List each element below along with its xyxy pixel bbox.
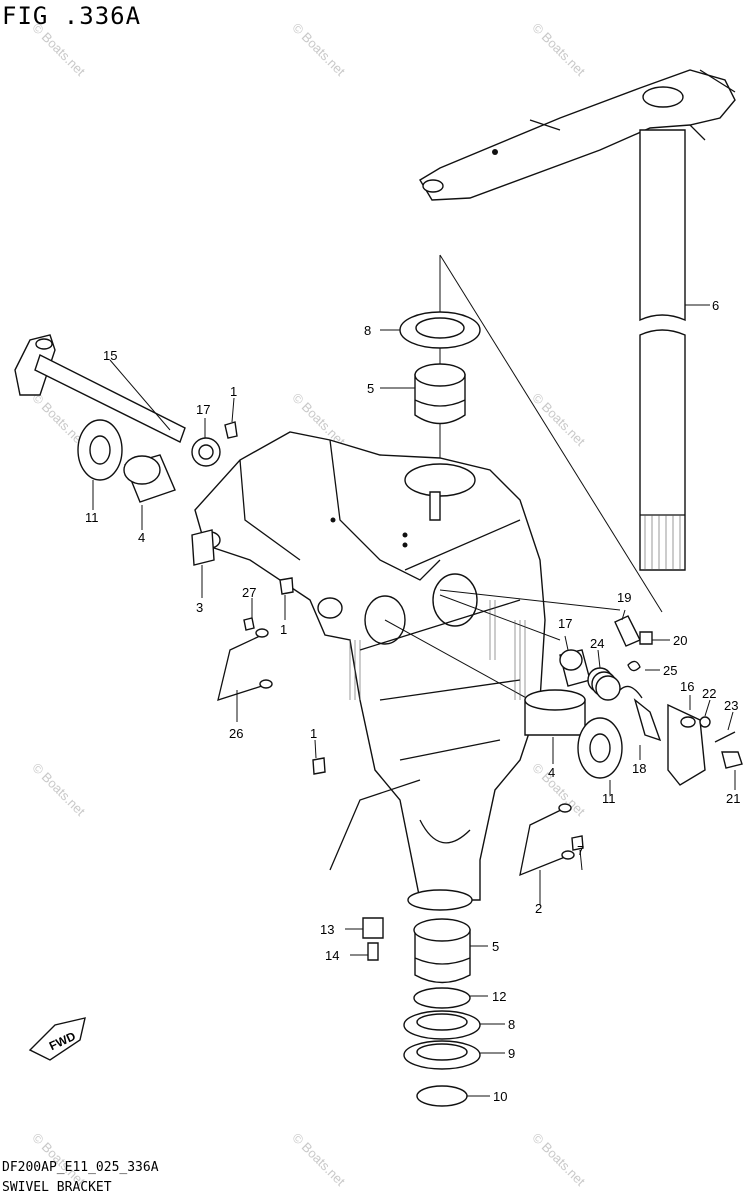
tilt-pin <box>14 334 186 443</box>
callout-label: 17 <box>196 402 210 417</box>
callout-label: 11 <box>85 510 99 525</box>
callout-label: 11 <box>602 791 616 806</box>
washer-left-hole <box>89 435 111 465</box>
tilt-lock-bracket-16 <box>667 703 706 786</box>
ground-wire-26 <box>217 617 273 701</box>
steering-arm <box>419 69 736 201</box>
callout-label: 12 <box>492 989 506 1004</box>
washer-22 <box>699 716 711 728</box>
callouts: 6 8 5 15 1 17 11 4 3 27 1 26 1 17 24 19 … <box>85 298 740 1104</box>
callout-label: 4 <box>138 530 145 545</box>
bracket-19 <box>614 615 641 647</box>
bushing-right <box>524 689 586 736</box>
callout-label: 14 <box>325 948 339 963</box>
seal-12 <box>413 987 471 1009</box>
drawing-code: DF200AP_E11_025_336A <box>2 1160 159 1175</box>
rubber-pad-hatching <box>349 600 526 700</box>
grease-nipple <box>279 577 294 595</box>
callout-label: 6 <box>712 298 719 313</box>
callout-label: 9 <box>508 1046 515 1061</box>
callout-label: 22 <box>702 686 716 701</box>
callout-label: 1 <box>310 726 317 741</box>
bushing-bottom <box>413 918 471 984</box>
callout-label: 21 <box>726 791 740 806</box>
fwd-arrow: FWD <box>28 1017 86 1061</box>
washer-right-hole <box>589 733 611 763</box>
bushing-17-right <box>559 649 591 687</box>
callout-label: 25 <box>663 663 677 678</box>
spring-24 <box>587 667 621 701</box>
callout-label: 20 <box>673 633 687 648</box>
callout-label: 26 <box>229 726 243 741</box>
callout-label: 16 <box>680 679 694 694</box>
callout-label: 1 <box>280 622 287 637</box>
callout-label: 2 <box>535 901 542 916</box>
swivel-bracket-body <box>194 431 621 911</box>
callout-label: 27 <box>242 585 256 600</box>
bolt-14 <box>367 942 379 961</box>
steering-shaft <box>639 129 710 571</box>
callout-label: 23 <box>724 698 738 713</box>
ground-wire-2 <box>519 803 584 877</box>
tilt-lock-rod <box>329 779 421 871</box>
callout-label: 4 <box>548 765 555 780</box>
tilt-lever-18 <box>633 698 662 742</box>
bushing-top <box>414 363 466 425</box>
stopper-13 <box>362 917 384 939</box>
bolt-20 <box>639 631 653 645</box>
callout-label: 8 <box>364 323 371 338</box>
plate <box>191 529 215 566</box>
snap-ring-10 <box>416 1085 468 1107</box>
callout-label: 15 <box>103 348 117 363</box>
callout-label: 1 <box>230 384 237 399</box>
shim-9-hole <box>416 1043 468 1061</box>
spring-25 <box>619 660 643 699</box>
washer-top <box>399 311 481 349</box>
assembly-guide-line <box>439 254 663 613</box>
bushing-17-left <box>191 437 221 467</box>
callout-label: 24 <box>590 636 604 651</box>
part-name: SWIVEL BRACKET <box>2 1180 112 1195</box>
cotter-pin-23 <box>714 731 736 743</box>
callout-label: 18 <box>632 761 646 776</box>
grease-nipple <box>312 757 326 775</box>
callout-label: 5 <box>492 939 499 954</box>
nut-21 <box>721 751 743 769</box>
grease-nipple <box>224 421 238 439</box>
callout-label: 17 <box>558 616 572 631</box>
callout-label: 7 <box>577 843 584 858</box>
washer-bottom-hole <box>416 1013 468 1031</box>
callout-label: 10 <box>493 1089 507 1104</box>
callout-label: 13 <box>320 922 334 937</box>
callout-label: 3 <box>196 600 203 615</box>
leader-lines <box>92 329 736 1097</box>
bushing-left <box>123 454 176 503</box>
callout-label: 8 <box>508 1017 515 1032</box>
figure-title: FIG .336A <box>2 2 142 30</box>
callout-label: 19 <box>617 590 631 605</box>
callout-label: 5 <box>367 381 374 396</box>
